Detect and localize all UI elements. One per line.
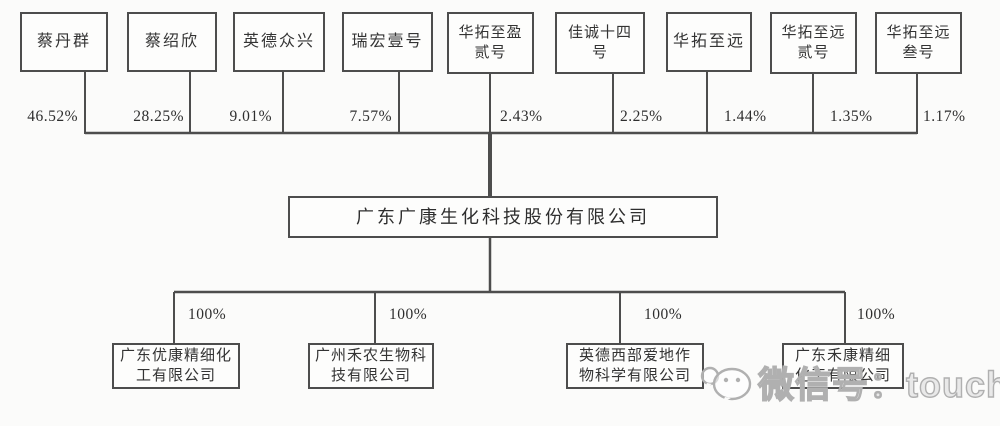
company-box: 广东广康生化科技股份有限公司 <box>288 196 718 238</box>
pct-label: 100% <box>644 306 683 323</box>
company-name: 广东广康生化科技股份有限公司 <box>356 206 650 227</box>
pct-label: 2.43% <box>500 108 543 125</box>
subsidiary-box-henong: 广州禾农生物科技有限公司 <box>308 343 434 389</box>
shareholder-box-caidanqun: 蔡丹群 <box>20 12 108 72</box>
pct-label: 100% <box>188 306 227 323</box>
shareholder-name: 华拓至远 <box>672 33 745 51</box>
shareholder-name: 华拓至远叁号 <box>886 24 951 61</box>
shareholder-box-ruihongyihao: 瑞宏壹号 <box>342 12 433 72</box>
pct-label: 28.25% <box>133 108 184 125</box>
pct-label: 7.57% <box>349 108 392 125</box>
subsidiary-box-hekang: 广东禾康精细化工有限公司 <box>782 343 904 389</box>
shareholder-name: 蔡绍欣 <box>144 33 199 51</box>
pct-label: 100% <box>857 306 896 323</box>
shareholder-name: 蔡丹群 <box>36 33 91 51</box>
pct-label: 1.35% <box>830 108 873 125</box>
subsidiary-box-aidi: 英德西部爱地作物科学有限公司 <box>566 343 704 389</box>
shareholder-box-yingdezhongxing: 英德众兴 <box>233 12 325 72</box>
shareholder-name: 佳诚十四号 <box>567 24 632 61</box>
shareholder-name: 华拓至盈贰号 <box>458 24 523 61</box>
shareholder-box-caishaoxin: 蔡绍欣 <box>127 12 217 72</box>
pct-label: 1.17% <box>923 108 966 125</box>
shareholder-name: 英德众兴 <box>242 33 315 51</box>
pct-label: 1.44% <box>724 108 767 125</box>
pct-label: 46.52% <box>27 108 78 125</box>
shareholder-box-huatuozhiyuan: 华拓至远 <box>666 12 752 72</box>
subsidiary-name: 广州禾农生物科技有限公司 <box>314 347 427 384</box>
pct-label: 100% <box>389 306 428 323</box>
subsidiary-name: 广东优康精细化工有限公司 <box>119 347 232 384</box>
pct-label: 9.01% <box>229 108 272 125</box>
shareholder-box-huatuozhiying2: 华拓至盈贰号 <box>447 12 534 74</box>
shareholder-name: 瑞宏壹号 <box>351 33 424 51</box>
subsidiary-name: 英德西部爱地作物科学有限公司 <box>578 347 691 384</box>
subsidiary-box-youkang: 广东优康精细化工有限公司 <box>112 343 240 389</box>
pct-label: 2.25% <box>620 108 663 125</box>
shareholder-box-huatuozhiyuan3: 华拓至远叁号 <box>875 12 962 74</box>
shareholder-name: 华拓至远贰号 <box>781 24 846 61</box>
shareholder-box-jiacheng14: 佳诚十四号 <box>555 12 645 74</box>
subsidiary-name: 广东禾康精细化工有限公司 <box>794 347 891 384</box>
shareholder-box-huatuozhiyuan2: 华拓至远贰号 <box>770 12 857 74</box>
